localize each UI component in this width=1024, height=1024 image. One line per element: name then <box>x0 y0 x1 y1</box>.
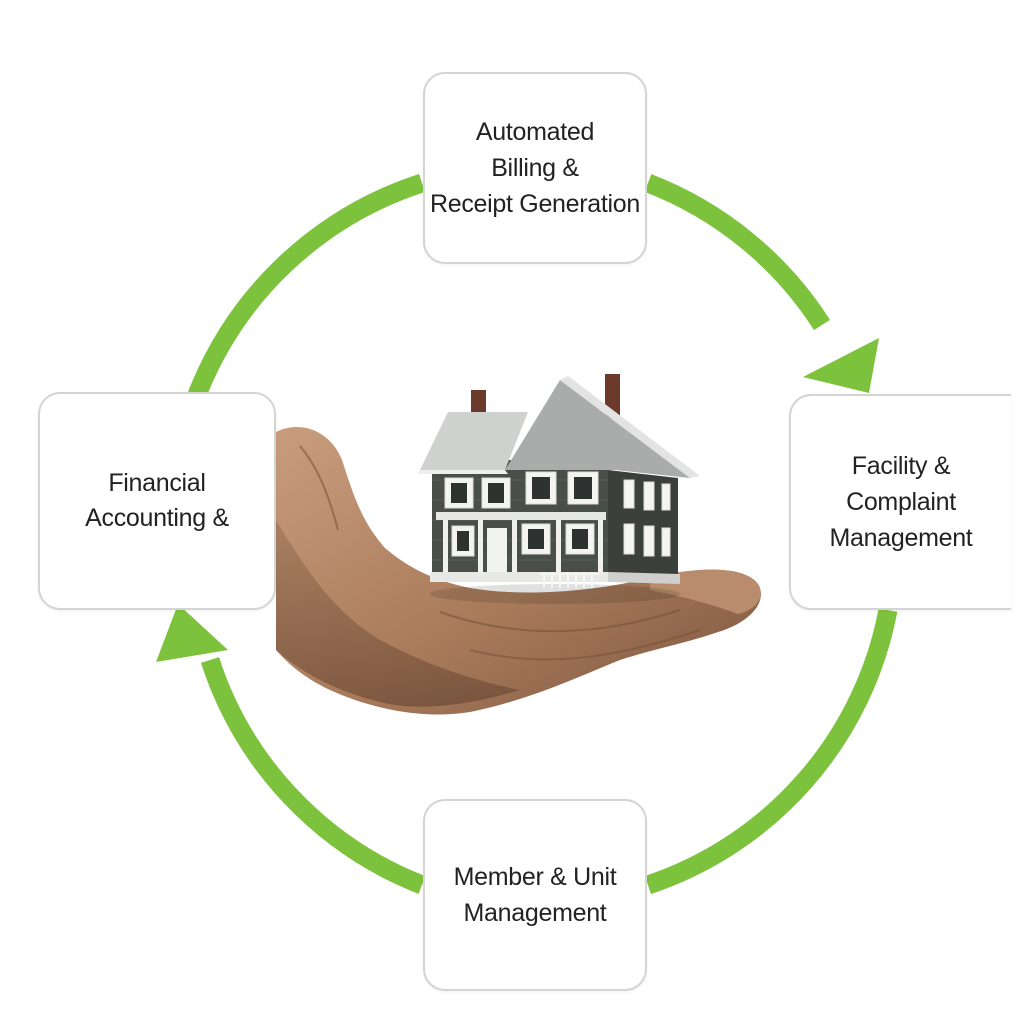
node-member-unit: Member & Unit Management <box>423 799 647 991</box>
node-line: Management <box>463 899 607 927</box>
node-line: Billing & <box>491 154 579 182</box>
arc-right-to-bottom <box>644 608 898 895</box>
node-line: Accounting & <box>85 504 229 532</box>
node-line: Facility & <box>851 452 951 480</box>
node-financial-accounting: Financial Accounting & <box>38 392 276 610</box>
arrowhead-left <box>156 604 228 662</box>
house <box>418 374 700 604</box>
arc-left-to-top <box>188 173 425 399</box>
node-line: Receipt Generation <box>429 190 640 218</box>
arc-top-to-right <box>644 174 831 331</box>
node-facility-complaint: Facility & Complaint Management <box>789 394 1011 610</box>
node-line: Financial <box>108 469 206 497</box>
arrowhead-right <box>803 338 879 393</box>
arc-bottom-to-left <box>200 657 426 894</box>
node-line: Management <box>829 524 973 552</box>
node-line: Automated <box>475 118 595 146</box>
node-line: Member & Unit <box>453 863 617 891</box>
node-automated-billing: Automated Billing & Receipt Generation <box>423 72 647 264</box>
node-line: Complaint <box>846 488 956 516</box>
